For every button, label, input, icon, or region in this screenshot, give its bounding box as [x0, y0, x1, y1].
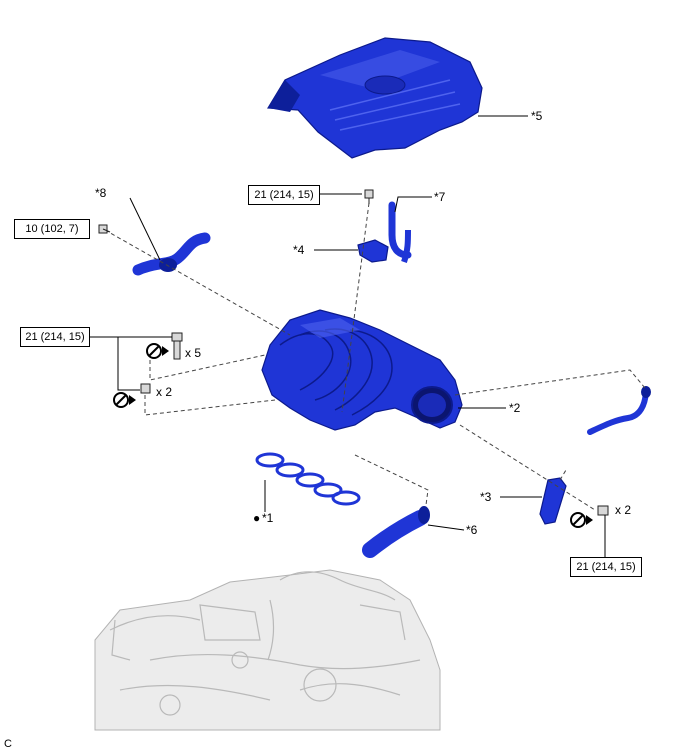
callout-5: *5	[531, 109, 543, 123]
gasket-part	[255, 452, 361, 506]
callout-1: *1	[262, 511, 274, 525]
leader-lines	[90, 115, 606, 558]
bolt-top-21	[364, 189, 374, 204]
bolt-10-102-7	[98, 224, 111, 234]
torque-box-left: 21 (214, 15)	[20, 327, 90, 347]
quantity-x2-left: x 2	[156, 385, 172, 399]
intake-manifold-part	[261, 309, 463, 431]
hose-part-6	[362, 506, 430, 558]
bolt-x5	[171, 332, 183, 360]
figure-code-label: C	[4, 738, 12, 750]
torque-box-bottom-right: 21 (214, 15)	[570, 557, 642, 577]
engine-cover-part	[266, 37, 483, 159]
connector-part-4	[357, 239, 389, 263]
callout-4: *4	[293, 243, 305, 257]
vacuum-hose-part	[587, 386, 651, 435]
non-reusable-symbol	[146, 343, 169, 359]
dashed-guide-lines	[104, 202, 646, 511]
callout-2: *2	[509, 401, 521, 415]
quantity-x5: x 5	[185, 346, 201, 360]
torque-box-top: 21 (214, 15)	[248, 185, 320, 205]
engine-assembly-illustration	[94, 569, 441, 731]
non-reusable-symbol-3	[570, 512, 593, 528]
bolt-x2-right	[597, 505, 609, 516]
torque-box-10-102-7: 10 (102, 7)	[14, 219, 90, 239]
callout-8: *8	[95, 186, 107, 200]
bolt-x2-left	[140, 383, 151, 394]
callout-3: *3	[480, 490, 492, 504]
callout-7: *7	[434, 190, 446, 204]
quantity-x2-right: x 2	[615, 503, 631, 517]
callout-6: *6	[466, 523, 478, 537]
new-part-dot: ●	[253, 511, 260, 525]
bracket-part-3	[539, 477, 567, 525]
hose-part-7	[388, 201, 412, 263]
non-reusable-symbol-2	[113, 392, 136, 408]
